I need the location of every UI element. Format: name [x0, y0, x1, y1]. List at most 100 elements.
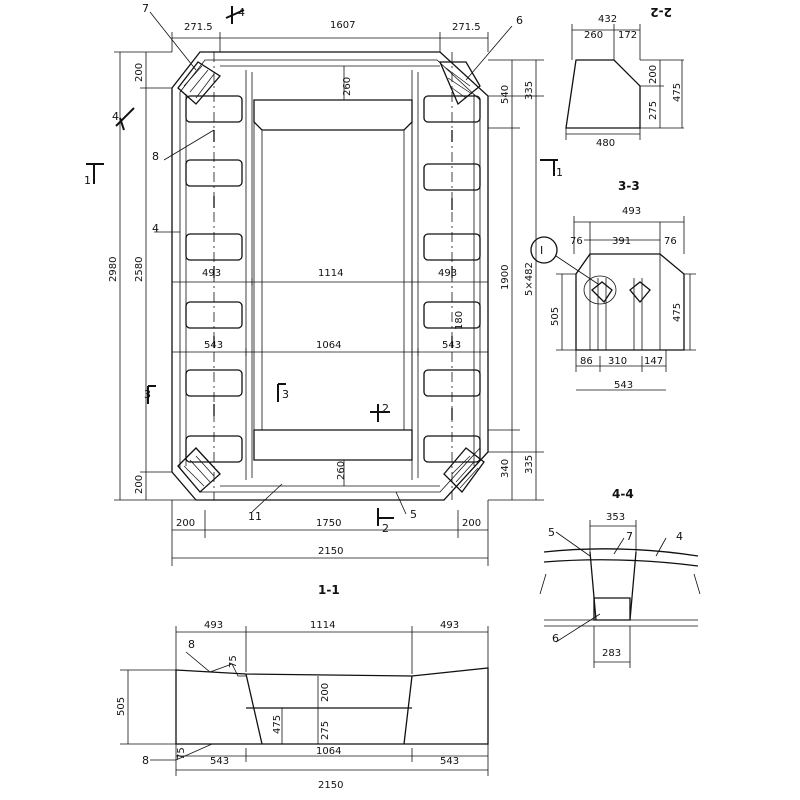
callout-6: 6	[516, 14, 523, 27]
s33-right-475: 475	[672, 303, 683, 322]
dim-width-543-left: 543	[204, 340, 223, 351]
corner-pad-br	[443, 447, 485, 493]
s11-top-493-left: 493	[204, 620, 223, 631]
s44-bottom: 283	[602, 648, 621, 659]
section-3-3	[530, 216, 696, 391]
section-label-4-diag: 4	[112, 110, 119, 123]
dim-bottom-200-right: 200	[462, 518, 481, 529]
s11-475: 475	[272, 715, 283, 734]
s33-callout-I: I	[540, 244, 543, 257]
section-label-2-bottom: 2	[382, 522, 389, 535]
corner-pad-tl	[177, 61, 221, 105]
s11-callout-8-bottom: 8	[142, 754, 149, 767]
s33-b310: 310	[608, 356, 627, 367]
leader-7	[149, 11, 197, 71]
dim-left-top: 200	[134, 63, 145, 82]
dim-bottom-total: 2150	[318, 546, 343, 557]
s11-left-505: 505	[116, 697, 127, 716]
dim-right-bot-335: 335	[524, 455, 535, 474]
s22-top-left: 260	[584, 30, 603, 41]
s11-75-top: 75	[228, 655, 239, 668]
dim-right-total: 5×482	[524, 262, 535, 296]
s33-76-right: 76	[664, 236, 677, 247]
plan-inner-opening	[253, 99, 413, 131]
section-1-1-title: 1-1	[318, 583, 340, 597]
s22-top-right: 172	[618, 30, 637, 41]
callout-4: 4	[152, 222, 159, 235]
dim-top-chamfer-left: 271.5	[184, 22, 213, 33]
s22-right-200: 200	[648, 65, 659, 84]
section-4-4	[539, 520, 701, 668]
plan-outer-outline	[171, 51, 489, 501]
s11-b543-left: 543	[210, 756, 229, 767]
s44-callout-5: 5	[548, 526, 555, 539]
detail-callout-circle	[530, 236, 558, 264]
dim-right-top-335: 335	[524, 81, 535, 100]
leader-8	[163, 129, 215, 161]
s33-b86: 86	[580, 356, 593, 367]
s44-callout-4: 4	[676, 530, 683, 543]
section-label-1-left: 1	[84, 174, 91, 187]
section-3-3-title: 3-3	[618, 179, 640, 193]
dim-bottom-1750: 1750	[316, 518, 341, 529]
callout-8: 8	[152, 150, 159, 163]
s11-top-493-right: 493	[440, 620, 459, 631]
dim-width-493-left: 493	[202, 268, 221, 279]
dim-width-493-right: 493	[438, 268, 457, 279]
section-label-3-left: 3	[144, 388, 151, 401]
section-4-4-title: 4-4	[612, 487, 634, 501]
dim-width-543-right: 543	[442, 340, 461, 351]
dim-top-chamfer-right: 271.5	[452, 22, 481, 33]
section-label-3-inner: 3	[282, 388, 289, 401]
s33-b147: 147	[644, 356, 663, 367]
section-label-4-top: 4	[238, 6, 245, 19]
s22-bottom: 480	[596, 138, 615, 149]
section-1-1	[120, 626, 489, 776]
dim-left-outer-height: 2980	[108, 257, 119, 282]
s11-200: 200	[320, 683, 331, 702]
callout-7: 7	[142, 2, 149, 15]
section-2-2	[565, 24, 684, 140]
corner-pad-tr	[439, 61, 481, 106]
dim-bottom-200-left: 200	[176, 518, 195, 529]
dim-right-bot-340: 340	[500, 459, 511, 478]
dim-right-mid: 1900	[500, 265, 511, 290]
dim-opening-180: 180	[454, 311, 465, 330]
dim-left-bottom: 200	[134, 475, 145, 494]
section-mark-2-top	[370, 404, 390, 422]
section-mark-2-bottom	[377, 508, 394, 526]
dim-right-top-540: 540	[500, 85, 511, 104]
s44-callout-6: 6	[552, 632, 559, 645]
s11-275: 275	[320, 721, 331, 740]
dim-inner-top-260: 260	[342, 77, 353, 96]
s33-top: 493	[622, 206, 641, 217]
dim-top-total: 1607	[330, 20, 355, 31]
s11-b1064: 1064	[316, 746, 341, 757]
section-label-1-right: 1	[556, 166, 563, 179]
section-mark-4-diag	[115, 107, 135, 131]
dim-inner-bottom-260: 260	[336, 461, 347, 480]
dim-left-inner-height: 2580	[134, 257, 145, 282]
s44-top: 353	[606, 512, 625, 523]
s33-left-505: 505	[550, 307, 561, 326]
leader-6	[465, 25, 513, 81]
dim-width-1114: 1114	[318, 268, 343, 279]
plan-view	[86, 6, 558, 566]
s33-76-left: 76	[570, 236, 583, 247]
s11-75-bottom: 75	[176, 747, 187, 760]
section-2-2-title: 2-2	[650, 5, 672, 19]
s22-top: 432	[598, 14, 617, 25]
section-mark-3-inner	[277, 383, 286, 402]
dim-width-1064: 1064	[316, 340, 341, 351]
section-mark-1-left	[86, 163, 104, 184]
s22-right-275: 275	[648, 101, 659, 120]
section-mark-3-left	[147, 385, 156, 404]
s44-callout-7: 7	[626, 530, 633, 543]
s11-bottom-total: 2150	[318, 780, 343, 791]
s11-top-1114: 1114	[310, 620, 335, 631]
s11-callout-8-top: 8	[188, 638, 195, 651]
s33-bottom: 543	[614, 380, 633, 391]
s33-391: 391	[612, 236, 631, 247]
section-mark-4-top	[225, 6, 245, 24]
